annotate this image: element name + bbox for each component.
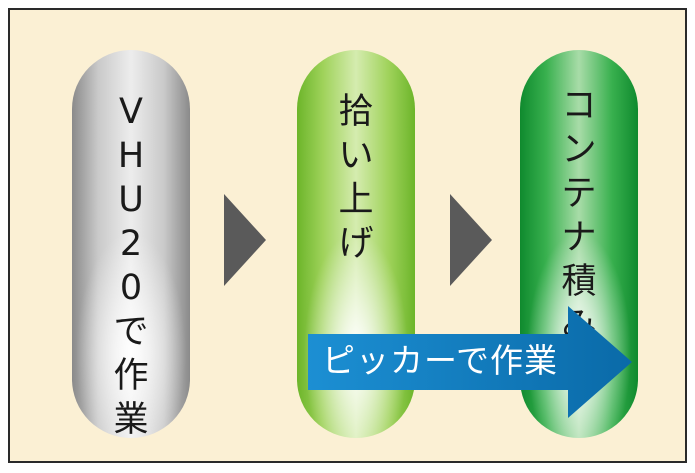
label-char: U	[118, 180, 144, 220]
label-char: 上	[338, 180, 374, 220]
label-char: で	[113, 312, 149, 352]
label-char: テ	[561, 174, 597, 214]
flow-arrow-2-icon	[450, 194, 492, 286]
label-char: V	[119, 92, 143, 132]
diagram-frame: V H U 2 0 で 作 業 拾 い 上 げ コ ン テ ナ 積 み	[8, 8, 687, 463]
label-char: 拾	[338, 92, 374, 132]
label-char: い	[338, 136, 374, 176]
step-pickup-label: 拾 い 上 げ	[297, 90, 415, 266]
picker-arrow: ピッカーで作業	[308, 306, 632, 418]
flow-arrow-1-icon	[224, 194, 266, 286]
label-char: H	[117, 136, 145, 176]
label-char: 0	[119, 268, 143, 308]
label-char: 2	[119, 224, 143, 264]
label-char: コ	[561, 86, 597, 126]
label-char: げ	[338, 224, 374, 264]
picker-arrow-label: ピッカーで作業	[322, 341, 559, 380]
label-char: 作	[113, 356, 149, 396]
label-char: 積	[561, 262, 597, 302]
picker-arrow-shape	[308, 306, 632, 418]
step-vhu20-label: V H U 2 0 で 作 業	[72, 90, 190, 442]
step-vhu20: V H U 2 0 で 作 業	[72, 50, 190, 440]
label-char: 業	[113, 400, 149, 440]
label-char: ナ	[561, 218, 597, 258]
step-container-loading-label: コ ン テ ナ 積 み	[520, 84, 638, 348]
label-char: ン	[561, 130, 597, 170]
